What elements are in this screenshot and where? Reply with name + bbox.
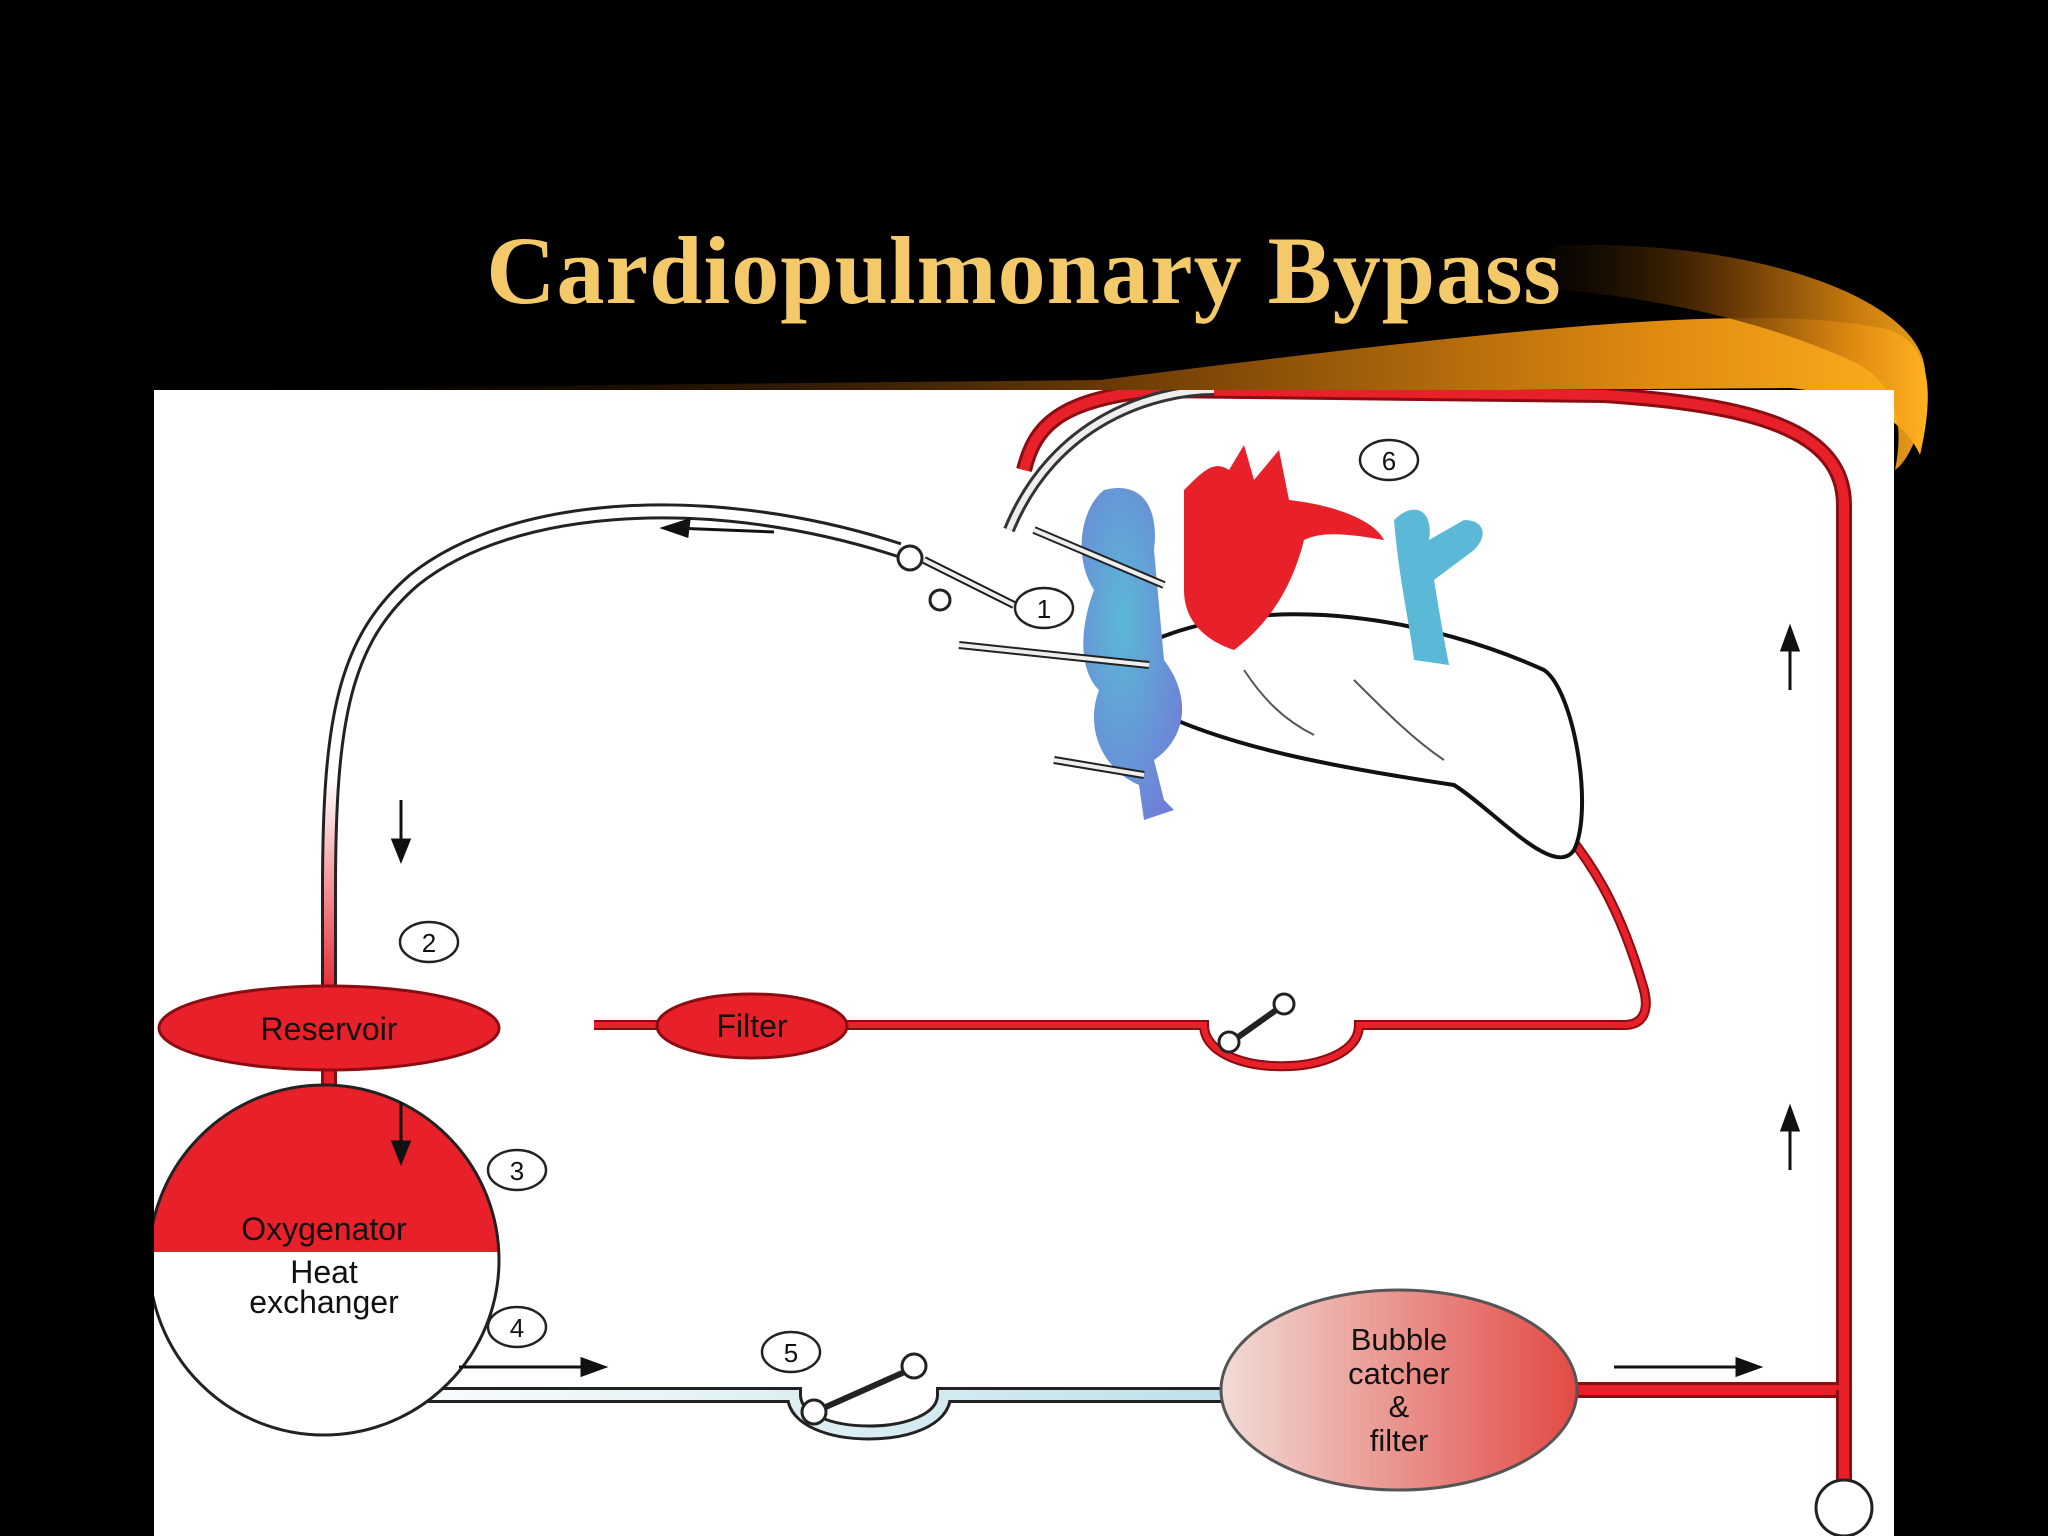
arrow-down-icon — [390, 800, 412, 865]
marker-1: 1 — [1013, 586, 1075, 630]
heat-exchanger-label-2: exchanger — [249, 1284, 399, 1320]
arrow-right-icon — [1614, 1356, 1764, 1378]
filter-label: Filter — [716, 1008, 787, 1044]
arterial-pump-line — [316, 1348, 1224, 1441]
bubble-label-1: Bubble — [1351, 1322, 1448, 1357]
reservoir: Reservoir — [157, 984, 501, 1072]
svg-text:2: 2 — [422, 928, 436, 958]
svg-text:6: 6 — [1382, 446, 1396, 476]
filter: Filter — [655, 992, 849, 1060]
arrow-right-icon — [459, 1356, 609, 1378]
cardiotomy-roller-pump — [1217, 992, 1296, 1054]
svg-text:1: 1 — [1037, 594, 1051, 624]
marker-3: 3 — [486, 1148, 548, 1192]
arrow-up-icon — [1779, 1103, 1801, 1170]
venous-line — [321, 503, 902, 1000]
arrow-left-icon — [659, 517, 775, 539]
marker-5: 5 — [760, 1330, 822, 1374]
flow-arrows — [390, 517, 1801, 1378]
bubble-label-4: filter — [1370, 1423, 1429, 1458]
pressure-gauge — [1814, 1478, 1874, 1536]
bubble-label-2: catcher — [1348, 1356, 1450, 1391]
diagram-panel: Reservoir Filter Oxygenator Heat exchang… — [154, 390, 1894, 1536]
bubble-label-3: & — [1389, 1389, 1410, 1424]
svg-text:3: 3 — [510, 1156, 524, 1186]
cardiotomy-line — [594, 786, 1651, 1072]
bypass-circuit-diagram: Reservoir Filter Oxygenator Heat exchang… — [154, 390, 1874, 1536]
heat-exchanger-label-1: Heat — [290, 1254, 358, 1290]
svg-text:4: 4 — [510, 1313, 524, 1343]
slide-title: Cardiopulmonary Bypass — [486, 217, 1562, 324]
marker-4: 4 — [486, 1305, 548, 1349]
oxygenator-label: Oxygenator — [241, 1211, 407, 1247]
arrow-down-icon — [390, 1102, 412, 1167]
heart-illustration — [896, 390, 1585, 860]
bubble-catcher-filter: Bubble catcher & filter — [1219, 1288, 1579, 1492]
arterial-roller-pump — [800, 1352, 928, 1426]
arrow-up-icon — [1779, 623, 1801, 690]
reservoir-label: Reservoir — [261, 1011, 398, 1047]
marker-2: 2 — [398, 920, 460, 964]
svg-text:5: 5 — [784, 1338, 798, 1368]
marker-6: 6 — [1358, 438, 1420, 482]
